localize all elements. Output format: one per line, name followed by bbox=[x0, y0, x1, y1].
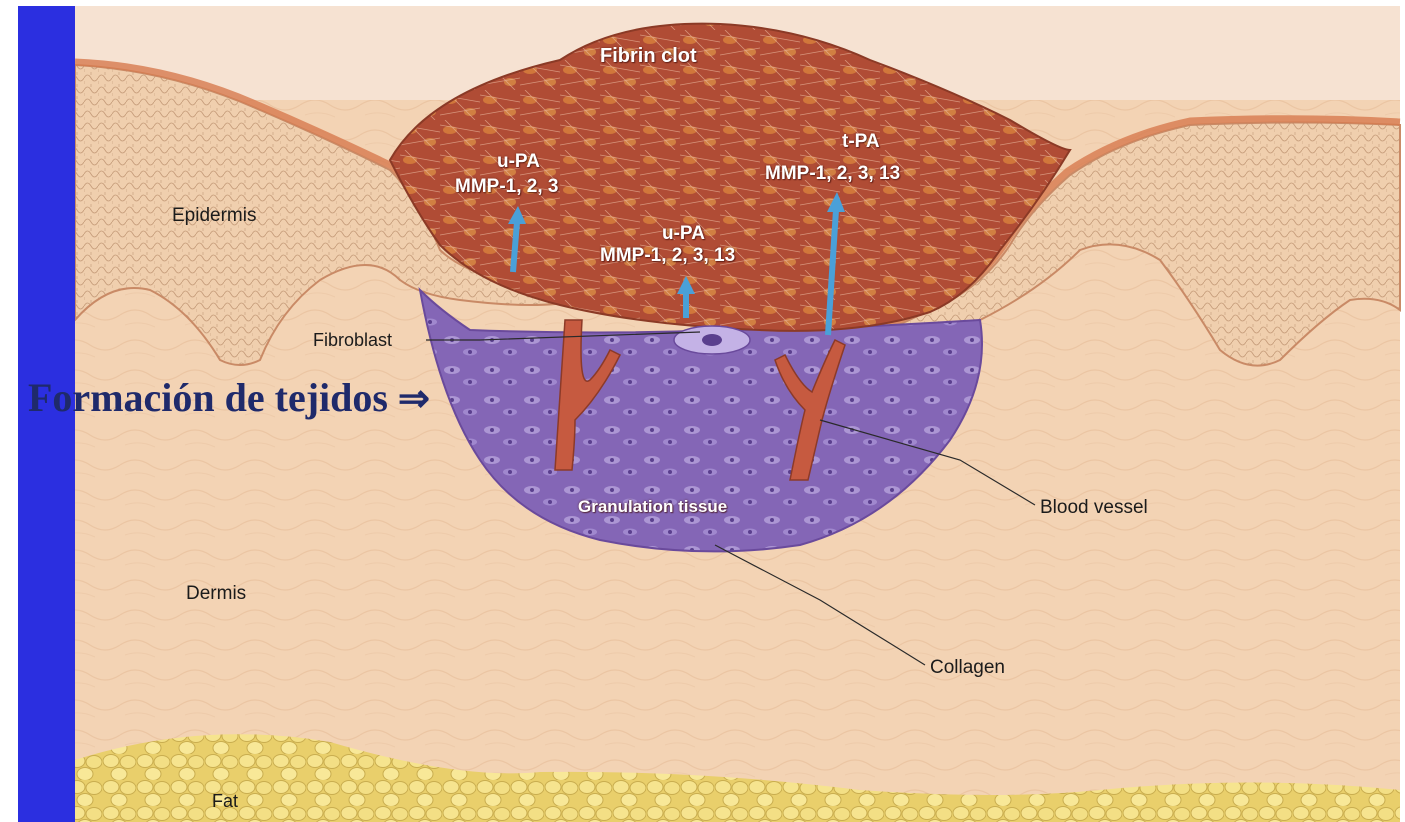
headline: Formación de tejidos ⇒ bbox=[28, 378, 430, 418]
label-upa-mid-1: u-PA bbox=[662, 224, 705, 243]
headline-arrow-icon: ⇒ bbox=[398, 378, 430, 420]
label-granulation-tissue: Granulation tissue bbox=[578, 498, 727, 515]
label-fibroblast: Fibroblast bbox=[313, 331, 392, 349]
label-blood-vessel: Blood vessel bbox=[1040, 498, 1148, 517]
label-fat: Fat bbox=[212, 792, 238, 810]
label-tpa-2: MMP-1, 2, 3, 13 bbox=[765, 164, 900, 183]
label-epidermis: Epidermis bbox=[172, 206, 256, 225]
label-fibrin-clot: Fibrin clot bbox=[600, 46, 697, 66]
label-dermis: Dermis bbox=[186, 584, 246, 603]
label-upa-left-2: MMP-1, 2, 3 bbox=[455, 177, 558, 196]
label-upa-mid-2: MMP-1, 2, 3, 13 bbox=[600, 246, 735, 265]
label-upa-left-1: u-PA bbox=[497, 152, 540, 171]
label-tpa-1: t-PA bbox=[842, 132, 880, 151]
label-collagen: Collagen bbox=[930, 658, 1005, 677]
headline-text: Formación de tejidos bbox=[28, 375, 388, 420]
